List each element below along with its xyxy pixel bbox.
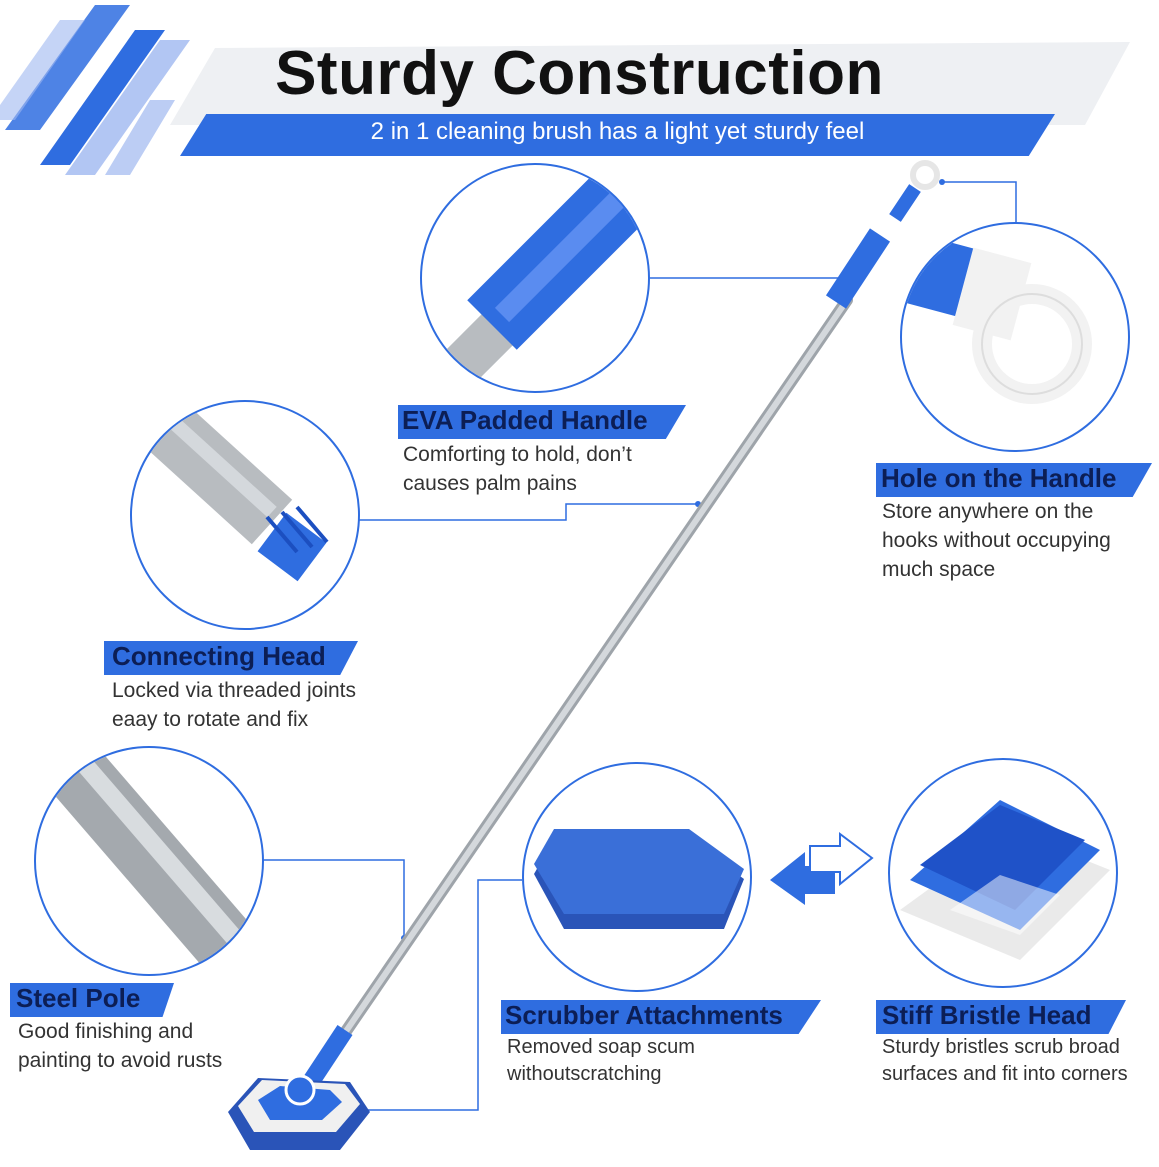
scrubber-desc-line: Removed soap scum — [507, 1036, 695, 1058]
connecting-head-closeup — [130, 400, 360, 630]
hole-handle-desc-line: Store anywhere on the — [882, 500, 1094, 523]
steel-pole-label-bg — [10, 983, 174, 1017]
connecting-head-label: Connecting Head — [112, 641, 326, 671]
eva-handle-desc-line: Comforting to hold, don’t — [403, 443, 632, 466]
hole-handle-desc: Store anywhere on the hooks without occu… — [882, 497, 1111, 584]
connecting-head-label-bg — [104, 641, 358, 675]
eva-handle-desc-line: causes palm pains — [403, 472, 577, 495]
scrubber-label-bg — [501, 1000, 821, 1034]
page-subtitle: 2 in 1 cleaning brush has a light yet st… — [370, 118, 865, 145]
hole-handle-desc-line: hooks without occupying — [882, 529, 1111, 552]
hole-handle-label: Hole on the Handle — [881, 463, 1117, 493]
scrubber-label: Scrubber Attachments — [505, 1000, 783, 1030]
handle-hole-closeup — [900, 222, 1130, 452]
connecting-head-desc: Locked via threaded joints eaay to rotat… — [112, 676, 356, 734]
hole-handle-desc-line: much space — [882, 558, 996, 581]
connecting-head-desc-line: eaay to rotate and fix — [112, 708, 309, 731]
bristle-head-desc-line: Sturdy bristles scrub broad — [882, 1036, 1120, 1058]
eva-handle-label-bg — [398, 405, 686, 439]
bristle-head-desc: Sturdy bristles scrub broad surfaces and… — [882, 1034, 1128, 1088]
subtitle-bar — [180, 114, 1055, 156]
hole-handle-label-bg — [876, 463, 1152, 497]
eva-handle-closeup — [420, 163, 650, 393]
eva-handle-desc: Comforting to hold, don’t causes palm pa… — [403, 440, 632, 498]
header-backdrop — [170, 42, 1130, 125]
steel-pole-desc-line: painting to avoid rusts — [18, 1049, 223, 1072]
bristle-head-desc-line: surfaces and fit into corners — [882, 1063, 1128, 1085]
connecting-head-desc-line: Locked via threaded joints — [112, 679, 356, 702]
scrubber-desc-line: withoutscratching — [507, 1063, 662, 1085]
steel-pole-desc-line: Good finishing and — [18, 1020, 194, 1043]
scrubber-closeup — [522, 762, 752, 992]
page-title: Sturdy Construction — [275, 39, 884, 108]
bristle-head-label-bg — [876, 1000, 1126, 1034]
decorative-stripes-icon — [0, 5, 190, 175]
connector-lines — [262, 181, 1017, 1111]
scrubber-desc: Removed soap scum withoutscratching — [507, 1034, 695, 1088]
swap-arrow-icon — [770, 832, 874, 905]
bristle-head-label: Stiff Bristle Head — [882, 1000, 1092, 1030]
bristle-head-closeup — [888, 758, 1118, 988]
eva-handle-label: EVA Padded Handle — [402, 405, 648, 435]
cleaning-brush-illustration — [228, 160, 940, 1150]
steel-pole-desc: Good finishing and painting to avoid rus… — [18, 1017, 222, 1075]
steel-pole-label: Steel Pole — [16, 983, 141, 1013]
steel-pole-closeup — [34, 746, 264, 976]
